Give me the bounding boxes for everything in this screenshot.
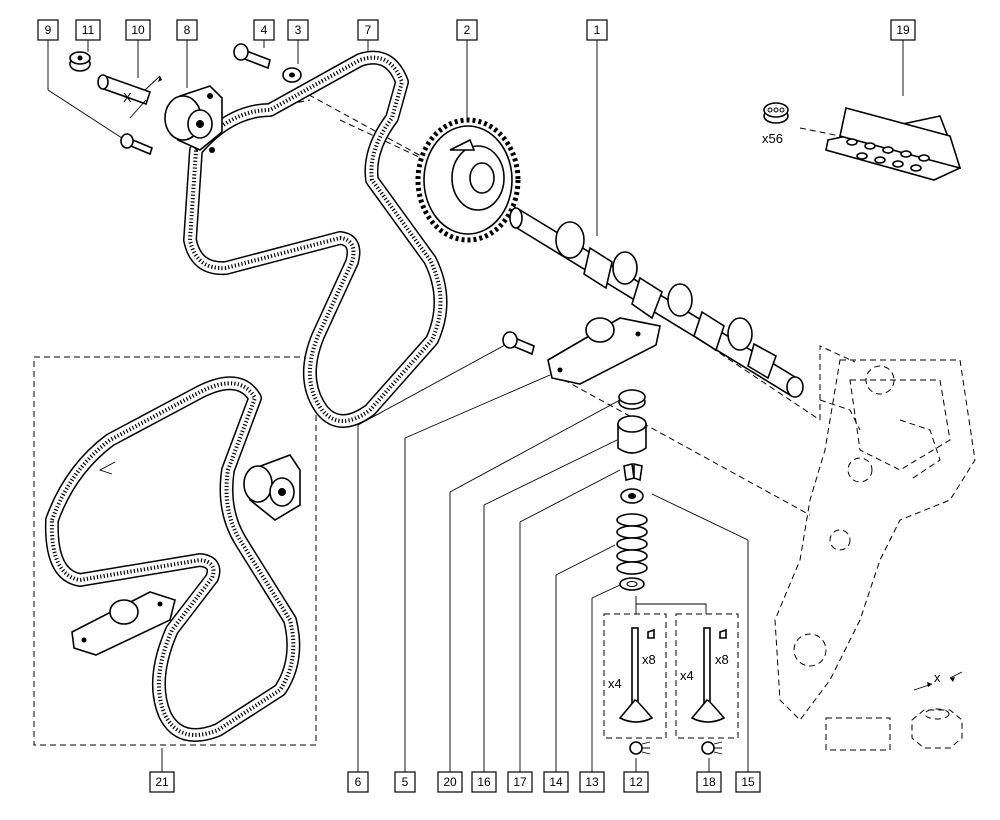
valve-quantity-left: x4 [608, 676, 622, 691]
tray-pockets [846, 138, 930, 172]
svg-text:11: 11 [82, 23, 95, 37]
bracket-5 [547, 317, 661, 385]
keepers-17 [623, 462, 643, 482]
bolt-9 [120, 133, 153, 156]
shim-20 [618, 389, 646, 410]
valve-spring-14 [616, 513, 648, 575]
callout-2: 2 [456, 19, 478, 41]
timing-belt-kit [44, 376, 301, 742]
callout-1: 1 [586, 19, 608, 41]
lifter-bucket [763, 102, 789, 124]
svg-text:18: 18 [702, 775, 716, 789]
callout-8: 8 [176, 19, 198, 41]
camshaft-sprocket-2 [415, 117, 521, 243]
callout-16: 16 [471, 771, 497, 793]
svg-text:9: 9 [45, 23, 52, 37]
callout-17: 17 [507, 771, 533, 793]
cylinder-head-outline [774, 359, 976, 721]
callout-21: 21 [149, 771, 175, 793]
leader-lines [47, 40, 904, 772]
kit-tensioner [243, 454, 301, 521]
stud-10 [97, 74, 162, 119]
svg-text:8: 8 [184, 23, 191, 37]
keeper-quantity-left: x8 [642, 652, 656, 667]
nut-11 [69, 51, 91, 72]
callout-11: 11 [75, 19, 101, 41]
callout-5: 5 [394, 771, 416, 793]
svg-text:10: 10 [131, 23, 145, 37]
spring-seat-13 [619, 577, 645, 591]
valve-seal-18 [701, 741, 723, 755]
callout-20: 20 [437, 771, 463, 793]
washer-3 [282, 67, 302, 83]
tappet-16 [617, 415, 647, 454]
callouts-bottom: 21 6 5 20 16 17 14 13 12 18 15 [149, 771, 761, 793]
callout-7: 7 [357, 19, 379, 41]
exhaust-valve [690, 627, 727, 723]
camshaft-1 [509, 207, 804, 398]
bolt-6 [502, 331, 535, 356]
valve-quantity-right: x4 [680, 668, 694, 683]
lifter-tray-19 [825, 107, 962, 181]
callout-18: 18 [696, 771, 722, 793]
callout-9: 9 [37, 19, 59, 41]
callout-14: 14 [543, 771, 569, 793]
svg-text:5: 5 [402, 775, 409, 789]
nut-x-marker: x [934, 670, 941, 685]
callout-12: 12 [623, 771, 649, 793]
callout-13: 13 [579, 771, 605, 793]
timing-belt-main [183, 50, 448, 428]
callout-6: 6 [347, 771, 369, 793]
intake-valve [618, 627, 655, 723]
bolt-4 [233, 43, 271, 70]
svg-text:2: 2 [464, 23, 471, 37]
callout-19: 19 [890, 19, 916, 41]
svg-text:6: 6 [355, 775, 362, 789]
callout-4: 4 [253, 19, 275, 41]
svg-text:7: 7 [365, 23, 372, 37]
svg-text:21: 21 [155, 775, 169, 789]
svg-text:14: 14 [549, 775, 563, 789]
svg-text:4: 4 [261, 23, 268, 37]
nut-x [911, 671, 963, 749]
svg-text:3: 3 [295, 23, 302, 37]
shaft-x-marker: X [123, 90, 132, 105]
tensioner-8 [164, 85, 223, 153]
callout-3: 3 [287, 19, 309, 41]
svg-text:17: 17 [513, 775, 527, 789]
svg-text:20: 20 [443, 775, 457, 789]
callout-15: 15 [735, 771, 761, 793]
svg-text:16: 16 [477, 775, 491, 789]
valve-seal-12 [629, 741, 651, 755]
svg-text:1: 1 [594, 23, 601, 37]
callouts-top: 9 11 10 8 4 3 7 2 1 19 [37, 19, 916, 41]
kit-bracket [71, 591, 176, 656]
svg-text:13: 13 [585, 775, 599, 789]
lifter-quantity: x56 [762, 131, 783, 146]
callout-10: 10 [125, 19, 151, 41]
svg-text:19: 19 [896, 23, 910, 37]
svg-text:15: 15 [741, 775, 755, 789]
spring-retainer-15 [620, 488, 644, 504]
keeper-quantity-right: x8 [715, 652, 729, 667]
svg-text:12: 12 [629, 775, 643, 789]
